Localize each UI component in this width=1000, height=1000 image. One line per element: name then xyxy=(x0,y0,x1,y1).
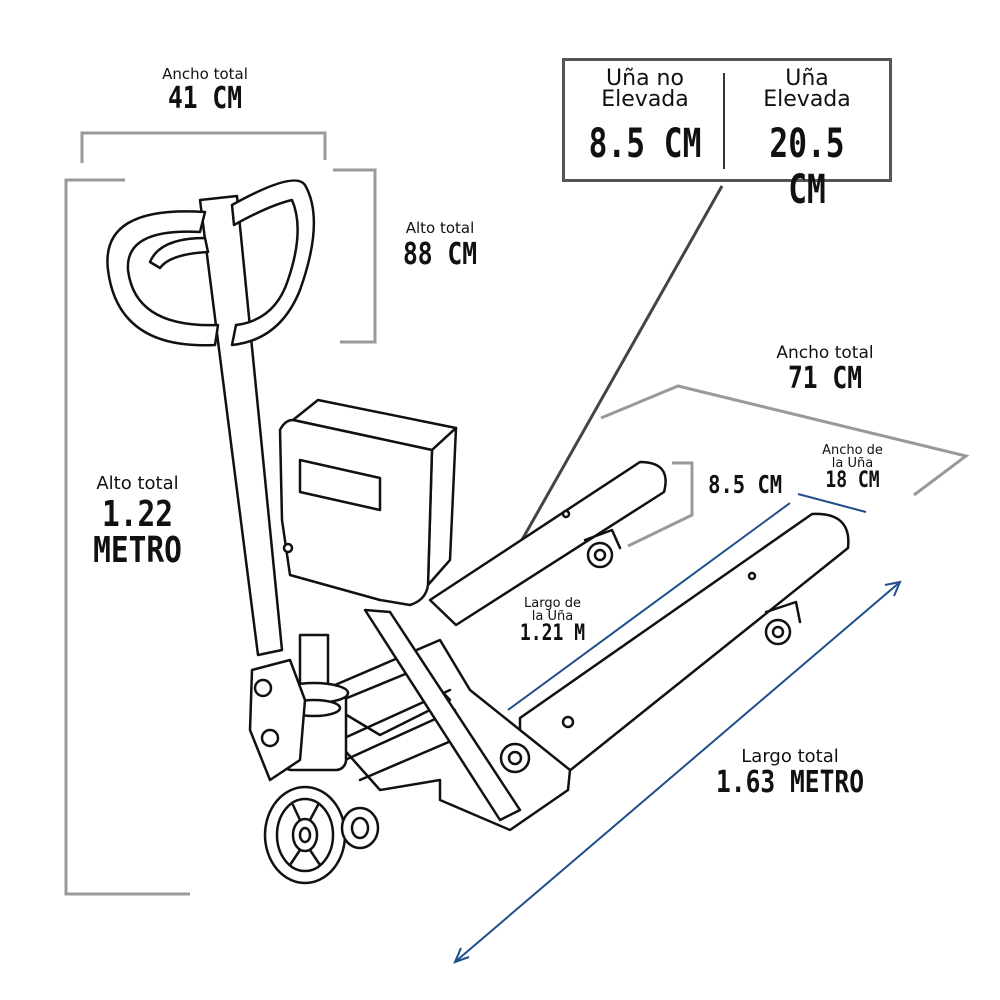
handle-height-label: Alto total xyxy=(405,219,475,237)
raised-value: 20.5 CM xyxy=(769,120,845,213)
handle-mount-bolt-2 xyxy=(260,728,280,748)
total-length-label: Largo total xyxy=(741,746,839,767)
handle-width-label: Ancho total xyxy=(162,65,248,83)
handle-width-dimension: Ancho total 41 CM xyxy=(130,66,280,114)
fork-width-line xyxy=(797,493,867,513)
fork-thickness-dimension: 8.5 CM xyxy=(700,472,790,497)
handle-mount xyxy=(248,658,307,782)
total-width-bracket xyxy=(600,384,970,497)
fork-right-bolt-1 xyxy=(747,571,757,581)
axle xyxy=(499,742,531,774)
total-length-arrow-line xyxy=(454,581,901,963)
fork-right-roller xyxy=(764,600,802,646)
handle-height-value: 88 CM xyxy=(402,237,478,272)
lowered-value: 8.5 CM xyxy=(588,120,702,167)
pallet-truck xyxy=(106,179,850,885)
total-width-label: Ancho total xyxy=(776,343,874,363)
handle-width-value: 41 CM xyxy=(167,81,243,116)
raised-label-line2: Elevada xyxy=(763,86,851,112)
total-height-value-line2: METRO xyxy=(93,530,182,571)
steer-wheel xyxy=(263,785,347,885)
fork-length-line xyxy=(507,502,791,711)
fork-length-dimension: Largo de la Uña 1.21 M xyxy=(505,597,600,645)
handle-grip xyxy=(106,210,220,347)
fork-right-bolt-2 xyxy=(561,715,575,729)
fork-left-roller xyxy=(583,528,622,569)
total-height-value-line1: 1.22 xyxy=(101,494,174,535)
raised-column: Uña Elevada 20.5 CM xyxy=(727,66,887,213)
lowered-column: Uña no Elevada 8.5 CM xyxy=(565,66,725,167)
fork-left-bolt xyxy=(561,509,571,519)
total-height-label: Alto total xyxy=(96,473,179,494)
fork-width-label-line1: Ancho de xyxy=(822,443,883,458)
total-length-dimension: Largo total 1.63 METRO xyxy=(695,748,885,798)
fork-left xyxy=(428,460,667,627)
handle-mount-bolt xyxy=(253,678,273,698)
indicator-box-front xyxy=(278,418,434,607)
total-width-value: 71 CM xyxy=(787,361,863,396)
fork-thickness-value: 8.5 CM xyxy=(708,470,783,499)
handle-grip-right xyxy=(230,179,316,347)
arrowhead-top xyxy=(884,580,902,597)
handle-shaft xyxy=(198,194,284,657)
fork-width-label-line2: la Uña xyxy=(831,456,874,471)
fork-length-label-line1: Largo de xyxy=(524,596,581,611)
arrowhead-bottom xyxy=(453,947,470,964)
total-height-dimension: Alto total 1.22 METRO xyxy=(70,475,205,569)
lowered-label-line1: Uña no xyxy=(606,66,684,91)
fork-width-dimension: Ancho de la Uña 18 CM xyxy=(805,444,900,492)
fork-height-spec-box: Uña no Elevada 8.5 CM Uña Elevada 20.5 C… xyxy=(562,58,892,213)
steer-wheel-rear xyxy=(340,806,380,850)
push-rod xyxy=(363,608,522,822)
handle-width-bracket xyxy=(80,131,327,163)
handle-height-dimension: Alto total 88 CM xyxy=(380,220,500,270)
fork-thickness-bracket xyxy=(627,461,694,548)
spec-callout-line xyxy=(503,185,724,571)
total-width-dimension: Ancho total 71 CM xyxy=(750,345,900,394)
total-height-bracket xyxy=(64,178,190,896)
indicator-button xyxy=(282,542,294,554)
fork-length-label-line2: la Uña xyxy=(531,609,574,624)
spec-box-divider xyxy=(723,73,725,169)
release-lever xyxy=(148,236,210,270)
lowered-label-line2: Elevada xyxy=(601,86,689,112)
handle-height-bracket xyxy=(333,168,377,344)
fork-width-value: 18 CM xyxy=(825,468,880,493)
blue-dimension-lines xyxy=(453,493,902,964)
fork-length-value: 1.21 M xyxy=(519,621,586,646)
dimension-brackets xyxy=(64,131,970,896)
total-length-value: 1.63 METRO xyxy=(715,765,865,800)
indicator-display xyxy=(298,458,382,512)
raised-label-line1: Uña xyxy=(785,66,829,91)
